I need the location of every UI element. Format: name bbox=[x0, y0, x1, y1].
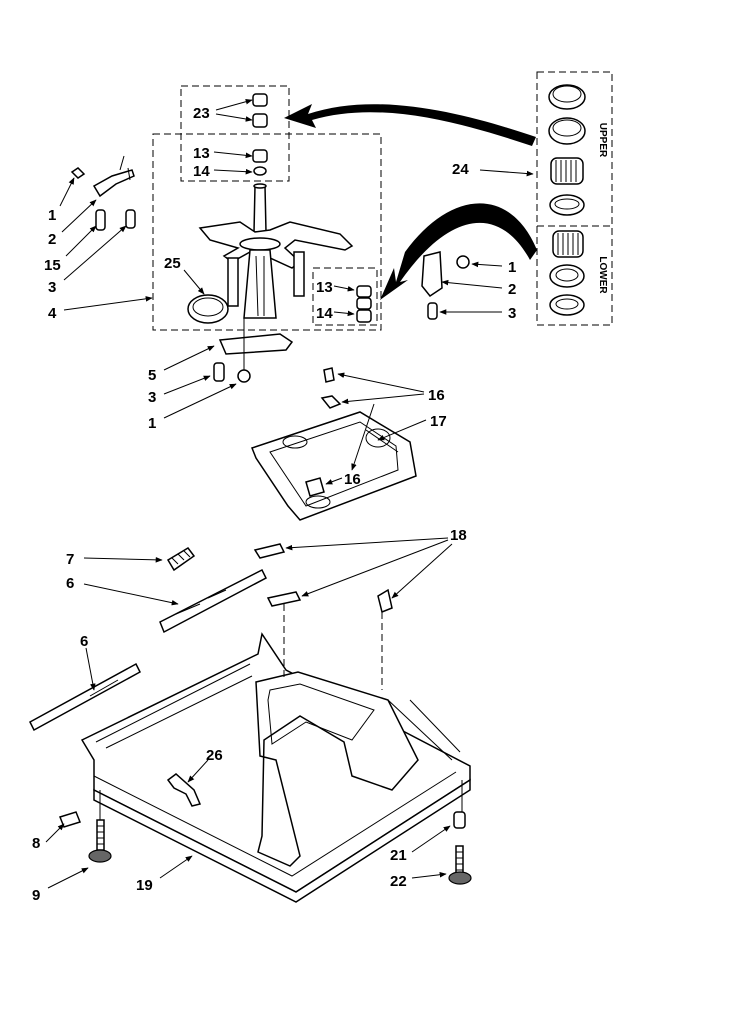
bearing-kit-box bbox=[536, 71, 613, 326]
callout-25: 25 bbox=[164, 255, 181, 272]
callout-3-left: 3 bbox=[48, 279, 56, 296]
pad-parts bbox=[305, 367, 342, 497]
callout-17: 17 bbox=[430, 413, 447, 430]
callout-16-lower: 16 bbox=[344, 471, 361, 488]
base-frame bbox=[80, 604, 471, 903]
callout-7: 7 bbox=[66, 551, 74, 568]
callout-3-lower: 3 bbox=[148, 389, 156, 406]
callout-9: 9 bbox=[32, 887, 40, 904]
callout-13-lower: 13 bbox=[316, 279, 333, 296]
right-bracket-parts bbox=[421, 251, 470, 320]
callout-16-upper: 16 bbox=[428, 387, 445, 404]
left-rail bbox=[29, 662, 141, 732]
lower-bearing-parts bbox=[356, 285, 372, 323]
callout-2-right: 2 bbox=[508, 281, 516, 298]
callout-4: 4 bbox=[48, 305, 57, 322]
upper-rail bbox=[159, 568, 267, 634]
callout-6-left: 6 bbox=[80, 633, 88, 650]
callout-1-lower: 1 bbox=[148, 415, 156, 432]
callout-1-right: 1 bbox=[508, 259, 516, 276]
callout-24: 24 bbox=[452, 161, 469, 178]
callout-13-upper: 13 bbox=[193, 145, 210, 162]
callout-18: 18 bbox=[450, 527, 467, 544]
left-bracket-parts bbox=[70, 155, 136, 231]
lower-bearing-kit bbox=[549, 230, 585, 316]
leader-lines bbox=[45, 98, 534, 889]
transmission-assembly bbox=[198, 183, 354, 319]
leg-parts bbox=[59, 811, 472, 885]
bracket-26-part bbox=[166, 773, 202, 807]
spring-part bbox=[166, 547, 196, 572]
callout-1-left: 1 bbox=[48, 207, 56, 224]
callout-3-right: 3 bbox=[508, 305, 516, 322]
top-support-frame bbox=[251, 411, 417, 521]
upper-bearing-kit bbox=[548, 84, 586, 216]
upper-kit-label: UPPER bbox=[597, 123, 608, 158]
lower-kit-label: LOWER bbox=[597, 256, 608, 294]
callout-19: 19 bbox=[136, 877, 153, 894]
callout-labels: 23 13 14 1 2 15 3 4 25 24 1 2 3 13 14 5 … bbox=[32, 105, 516, 904]
upper-bearing-parts bbox=[252, 93, 268, 176]
transmission-group-box bbox=[152, 133, 382, 331]
callout-14-upper: 14 bbox=[193, 163, 210, 180]
upper-bearing-arrow bbox=[284, 104, 536, 146]
callout-23: 23 bbox=[193, 105, 210, 122]
snubber-pads bbox=[253, 543, 393, 614]
lower-bearing-arrow bbox=[380, 203, 537, 300]
seal-ring bbox=[187, 294, 229, 324]
lower-bracket-parts bbox=[213, 318, 294, 383]
callout-26: 26 bbox=[206, 747, 223, 764]
callout-15: 15 bbox=[44, 257, 61, 274]
callout-5: 5 bbox=[148, 367, 156, 384]
callout-14-lower: 14 bbox=[316, 305, 333, 322]
callout-21: 21 bbox=[390, 847, 407, 864]
callout-2-left: 2 bbox=[48, 231, 56, 248]
lower-bearing-box bbox=[312, 267, 378, 326]
callout-22: 22 bbox=[390, 873, 407, 890]
callout-8: 8 bbox=[32, 835, 40, 852]
callout-6-upper: 6 bbox=[66, 575, 74, 592]
